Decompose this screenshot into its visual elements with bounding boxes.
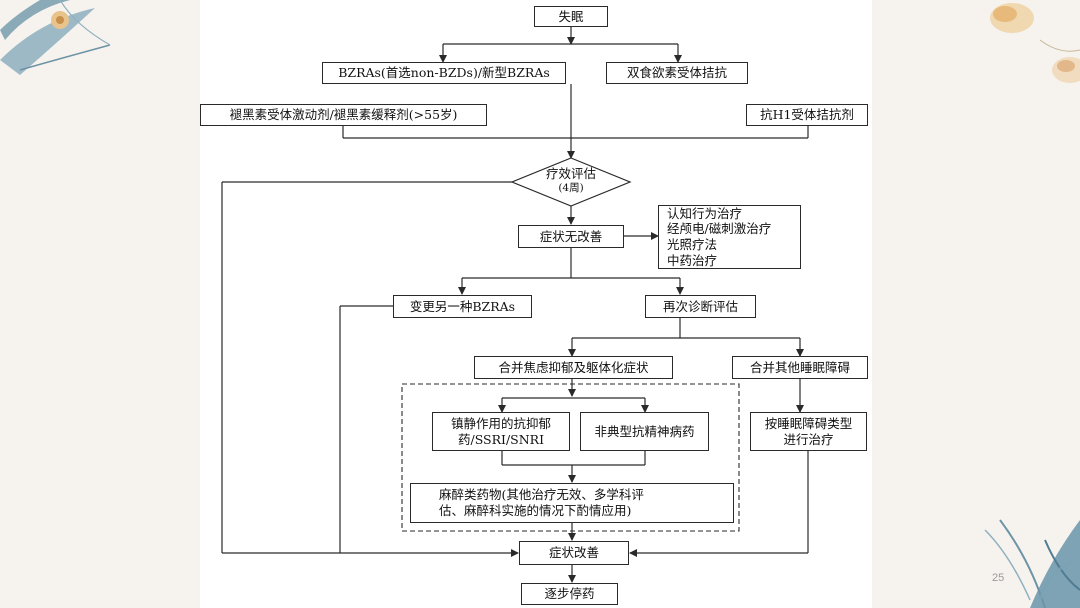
non-drug-item: 光照疗法	[667, 237, 718, 252]
node-rediagnose: 再次诊断评估	[645, 295, 756, 318]
node-insomnia: 失眠	[534, 6, 608, 27]
node-h1-antagonist: 抗H1受体拮抗剂	[746, 104, 868, 126]
non-drug-item: 经颅电/磁刺激治疗	[667, 221, 772, 237]
node-evaluate: 疗效评估 (4周)	[522, 166, 620, 196]
node-anesthetic-drugs: 麻醉类药物(其他治疗无效、多学科评 估、麻醉科实施的情况下酌情应用)	[410, 483, 734, 523]
non-drug-item: 认知行为治疗	[667, 205, 743, 221]
leaf-decoration-bottom-right	[984, 519, 1080, 608]
evaluate-duration: (4周)	[558, 182, 584, 195]
leaf-decoration-top-left	[0, 0, 111, 75]
sedative-line: 镇静作用的抗抑郁	[450, 415, 551, 431]
node-gradual-withdrawal: 逐步停药	[521, 583, 618, 605]
node-atypical-antipsychotic: 非典型抗精神病药	[580, 412, 709, 451]
node-melatonin: 褪黑素受体激动剂/褪黑素缓释剂(>55岁)	[200, 104, 487, 126]
node-treat-by-sleep-type: 按睡眠障碍类型 进行治疗	[750, 412, 867, 451]
anesthetic-line: 估、麻醉科实施的情况下酌情应用)	[439, 503, 632, 518]
page-number: 25	[992, 572, 1005, 584]
node-non-drug-therapies: 认知行为治疗 经颅电/磁刺激治疗 光照疗法 中药治疗	[658, 205, 801, 269]
node-other-sleep-disorders: 合并其他睡眠障碍	[732, 356, 868, 379]
sedative-line: 药/SSRI/SNRI	[457, 431, 545, 447]
sleep-type-line: 进行治疗	[783, 431, 834, 447]
node-symptom-improvement: 症状改善	[519, 541, 629, 565]
flower-decoration-top-right	[990, 3, 1080, 83]
node-switch-bzras: 变更另一种BZRAs	[393, 295, 532, 318]
node-sedative-antidepressant: 镇静作用的抗抑郁 药/SSRI/SNRI	[432, 412, 570, 451]
node-orexin-antagonist: 双食欲素受体拮抗	[606, 62, 748, 84]
sleep-type-line: 按睡眠障碍类型	[764, 415, 853, 431]
node-no-improvement: 症状无改善	[518, 225, 624, 248]
node-anxiety-depression: 合并焦虑抑郁及躯体化症状	[474, 356, 673, 379]
node-bzras: BZRAs(首选non-BZDs)/新型BZRAs	[322, 62, 566, 84]
evaluate-label: 疗效评估	[545, 166, 596, 181]
non-drug-item: 中药治疗	[667, 252, 718, 268]
anesthetic-line: 麻醉类药物(其他治疗无效、多学科评	[439, 487, 644, 503]
evaluate-decision-shape	[510, 157, 632, 207]
anxiety-treatment-group	[401, 383, 740, 532]
